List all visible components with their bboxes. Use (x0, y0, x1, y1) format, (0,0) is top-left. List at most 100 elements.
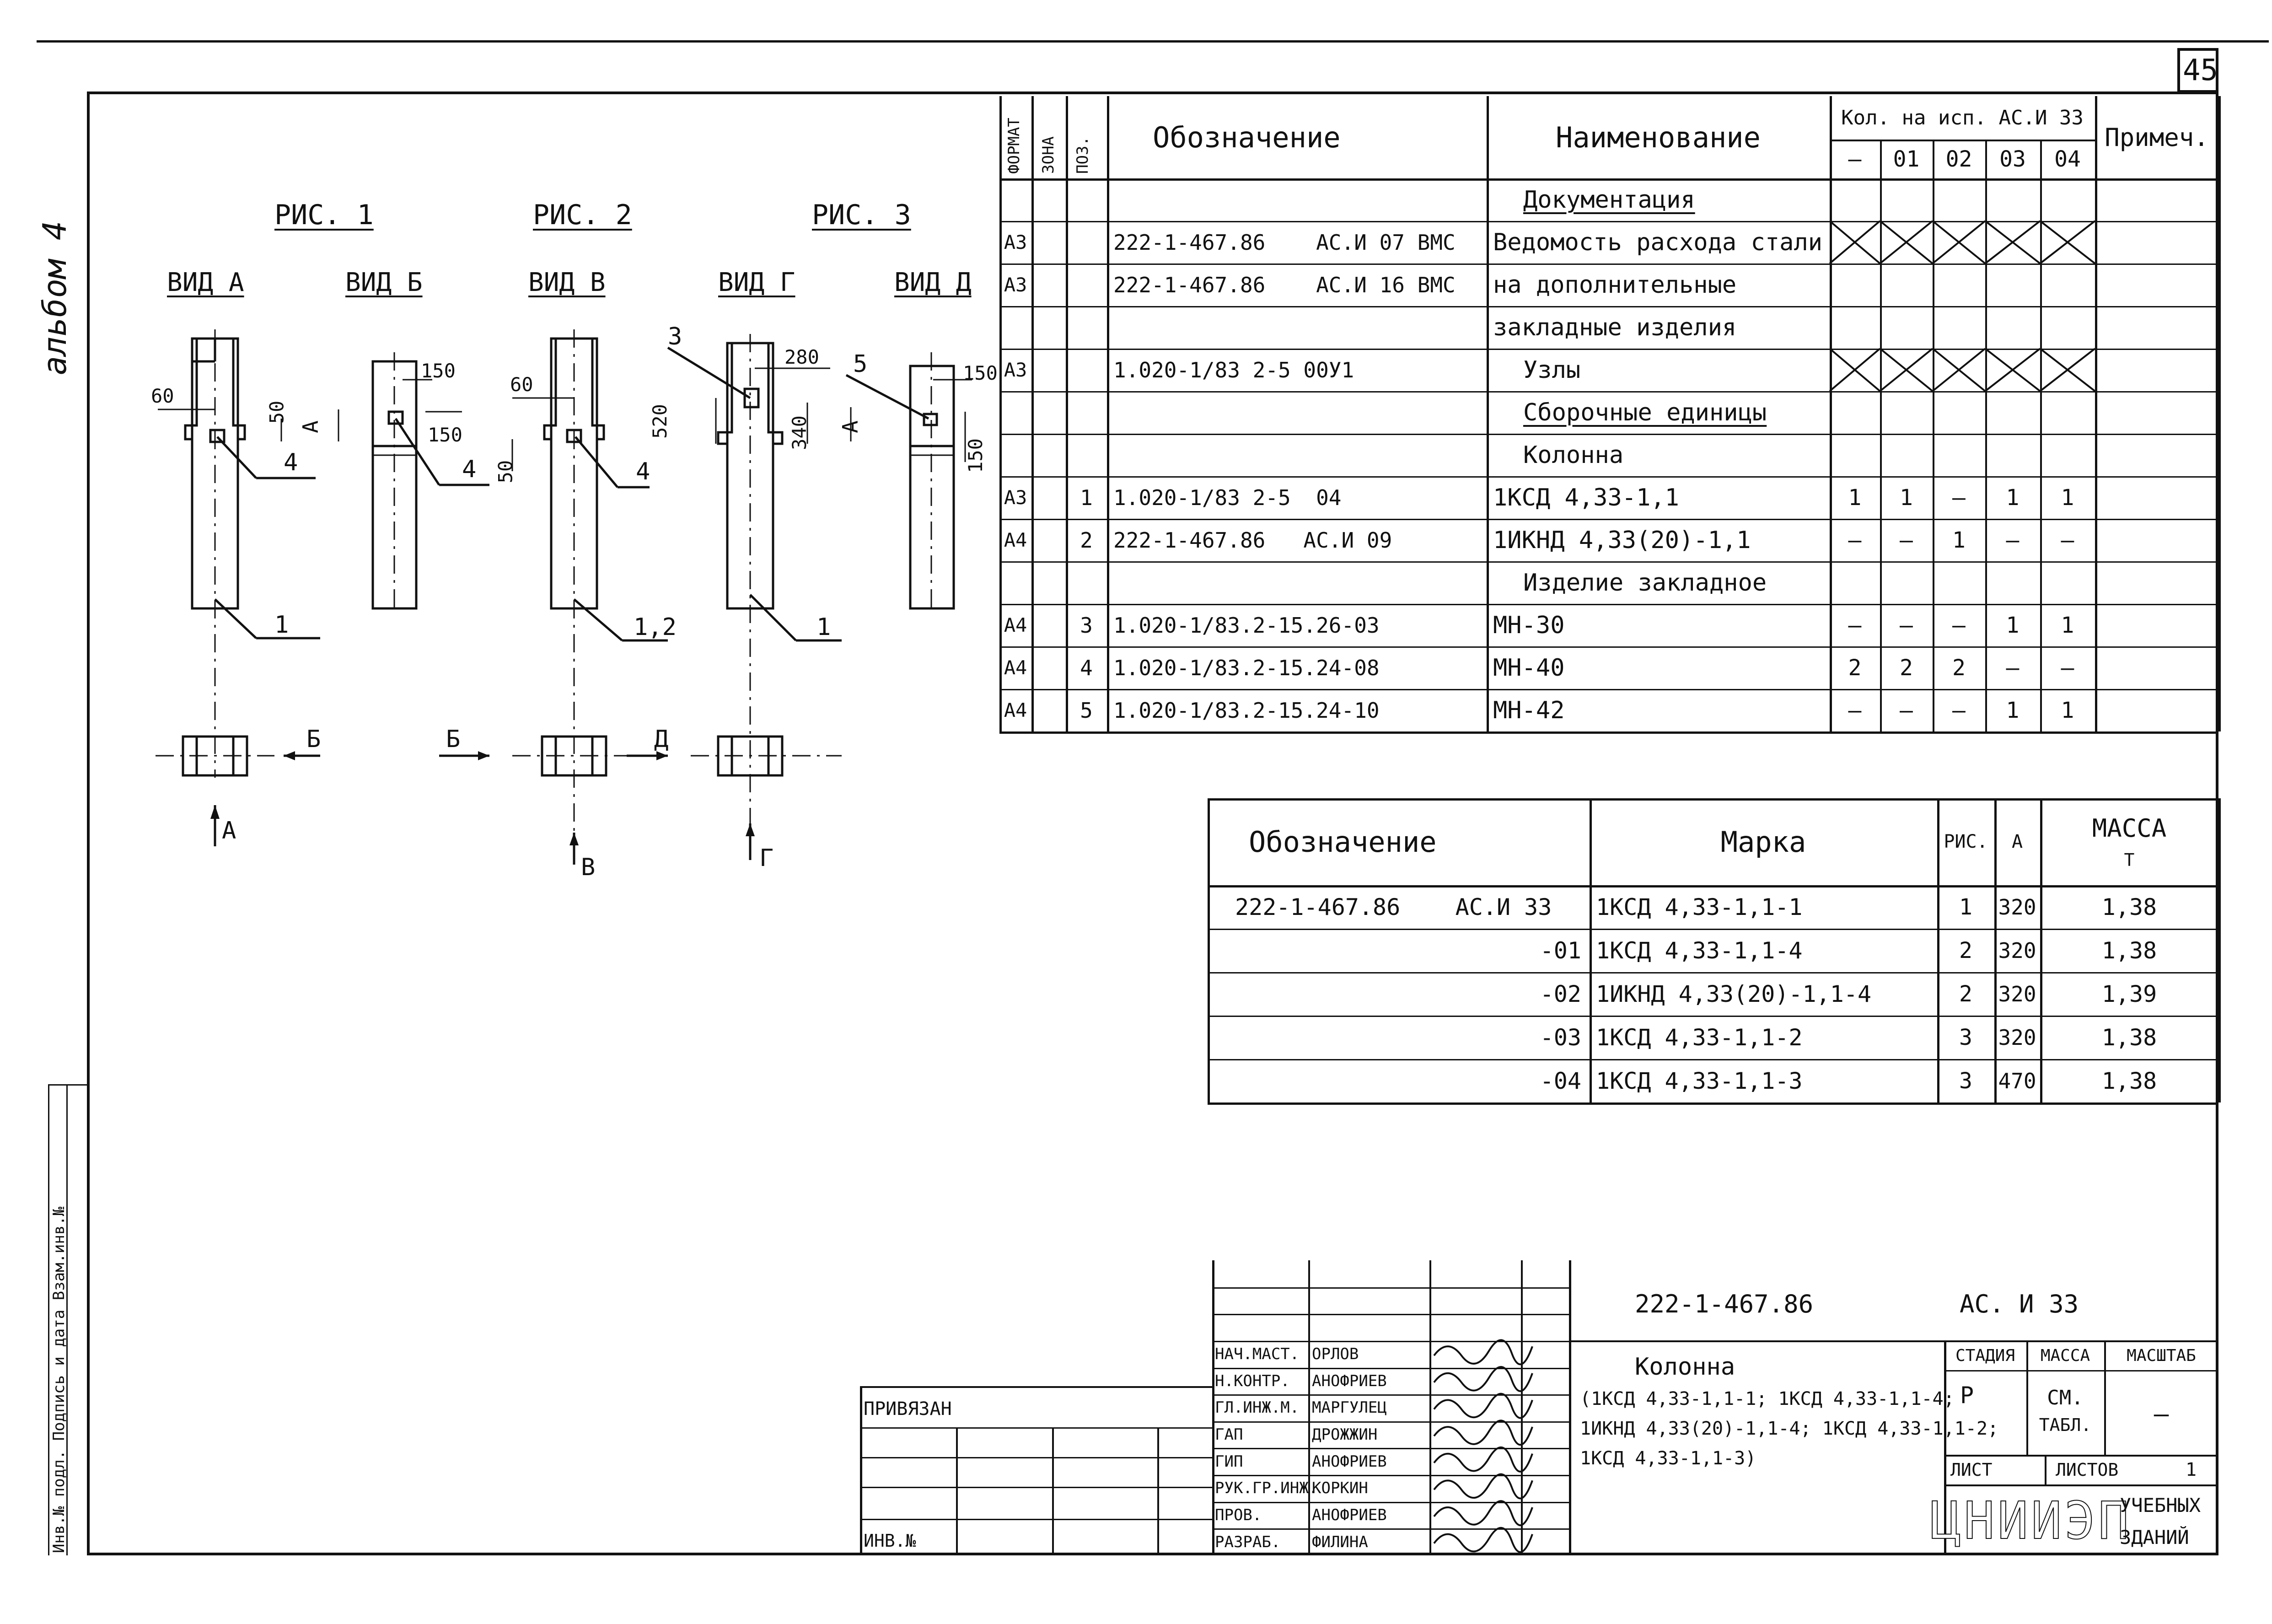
mass-a: 320 (1998, 981, 2036, 1006)
spec-qty: — (2061, 527, 2074, 553)
table-rule (2218, 96, 2221, 731)
table-rule (1569, 1340, 2218, 1342)
mass-value: 1,38 (2101, 1024, 2157, 1051)
arrow-label-d: Д (654, 726, 669, 753)
spec-qty: 1 (2061, 697, 2074, 723)
table-rule (1208, 972, 2218, 973)
fig3-caption: РИС. 3 (812, 199, 911, 231)
spec-qty: 1 (1952, 527, 1966, 553)
spec-qty: 2 (1900, 655, 1913, 681)
header-designation: Обозначение (1153, 120, 1341, 154)
table-rule (1994, 798, 1997, 1102)
mass-a: 470 (1998, 1068, 2036, 1093)
drawing-frame (87, 91, 2218, 1555)
spec-name: МН-42 (1493, 696, 1565, 724)
table-rule (1212, 1340, 1569, 1342)
spec-format: А3 (1004, 231, 1027, 253)
arrow-label-b: Б (446, 726, 461, 753)
mass-fig: 2 (1959, 981, 1972, 1007)
spec-qty: — (1848, 612, 1862, 638)
column-g-embedded (743, 387, 760, 409)
spec-qty: — (1900, 612, 1913, 638)
sheet-label: ЛИСТ (1950, 1460, 1993, 1480)
view-d-label: ВИД Д (894, 268, 972, 297)
spec-format: А4 (1004, 529, 1027, 551)
pos-label-1: 1 (274, 611, 289, 639)
spec-designation: 1.020-1/83.2-15.26-03 (1113, 613, 1380, 638)
spec-qty: — (2061, 655, 2074, 681)
spec-qty: 1 (1848, 484, 1862, 511)
stage-value: Р (1960, 1382, 1974, 1409)
signer-role: ГЛ.ИНЖ.М. (1215, 1398, 1300, 1417)
mass-value: ТАБЛ. (2039, 1415, 2092, 1435)
spec-format: А3 (1004, 359, 1027, 381)
spec-qty: — (1900, 527, 1913, 553)
mass-fig: 3 (1959, 1068, 1972, 1094)
spec-qty: — (1952, 484, 1966, 511)
dim-280: 280 (784, 346, 819, 368)
table-rule (999, 434, 2218, 435)
pos-label-4: 4 (284, 449, 298, 476)
column-d-embedded (923, 413, 938, 426)
stage-label: СТАДИЯ (1955, 1346, 2015, 1365)
cross-mark (1984, 348, 2041, 392)
table-rule (1569, 1260, 1571, 1555)
table-rule (999, 646, 2218, 648)
spec-qty: 1 (2061, 484, 2074, 511)
mass-fig: 2 (1959, 937, 1972, 963)
table-rule (2040, 140, 2042, 731)
table-rule (1212, 1314, 1569, 1316)
spec-qty: — (1900, 697, 1913, 723)
view-a-label: ВИД А (167, 268, 244, 297)
spec-qty: — (1848, 527, 1862, 553)
table-rule (2095, 96, 2097, 731)
top-trim-line (37, 40, 2269, 43)
table-rule (860, 1487, 1212, 1488)
table-rule (860, 1386, 862, 1555)
table-rule (1944, 1455, 2218, 1457)
mass-value: 1,38 (2101, 893, 2157, 920)
sheet-number-box (2177, 48, 2218, 93)
cross-mark (1879, 220, 1934, 264)
table-rule (1521, 1260, 1523, 1555)
dim-60: 60 (151, 385, 174, 407)
table-rule (1212, 1427, 1214, 1555)
signer-name: АНОФРИЕВ (1312, 1452, 1387, 1471)
spec-format: А3 (1004, 274, 1027, 296)
signer-role: РАЗРАБ. (1215, 1533, 1281, 1551)
spec-name: 1ИКНД 4,33(20)-1,1 (1493, 526, 1751, 554)
spec-designation: 1.020-1/83.2-15.24-10 (1113, 698, 1380, 723)
header-qty-col: 04 (2054, 146, 2081, 172)
table-rule (956, 1427, 958, 1555)
spec-designation: 1.020-1/83 2-5 04 (1113, 485, 1342, 510)
spec-qty: — (2006, 527, 2020, 553)
doc-title: Колонна (1635, 1353, 1735, 1381)
table-rule (1944, 1484, 2218, 1486)
sheets-label: ЛИСТОВ (2056, 1460, 2119, 1480)
table-rule (1212, 1501, 1569, 1503)
spec-name: Ведомость расхода стали (1493, 228, 1823, 256)
spec-qty: — (1848, 697, 1862, 723)
table-rule (1212, 1287, 1569, 1289)
dim-60: 60 (510, 373, 533, 396)
table-rule (1880, 140, 1882, 731)
table-rule (1985, 140, 1987, 731)
fig2-caption: РИС. 2 (533, 199, 632, 231)
spec-qty: 2 (1848, 655, 1862, 681)
table-rule (1212, 1260, 1214, 1555)
spec-designation: 222-1-467.86 АС.И 09 (1113, 527, 1392, 553)
table-rule (999, 263, 2218, 265)
header-qty-col: — (1848, 146, 1862, 172)
signer-role: НАЧ.МАСТ. (1215, 1345, 1300, 1364)
doc-subtitle: 1КСД 4,33-1,1-3) (1580, 1447, 1756, 1469)
table-rule (999, 349, 2218, 350)
scale-value: — (2154, 1399, 2169, 1428)
dim-150: 150 (421, 360, 456, 382)
table-rule (1212, 1475, 1569, 1477)
arrow-label-g: Г (759, 844, 774, 872)
dim-150: 150 (428, 424, 462, 446)
spec-name: 1КСД 4,33-1,1 (1493, 484, 1679, 511)
mass-header-mass: МАССА (2092, 813, 2167, 843)
pos-label-4: 4 (462, 456, 477, 483)
